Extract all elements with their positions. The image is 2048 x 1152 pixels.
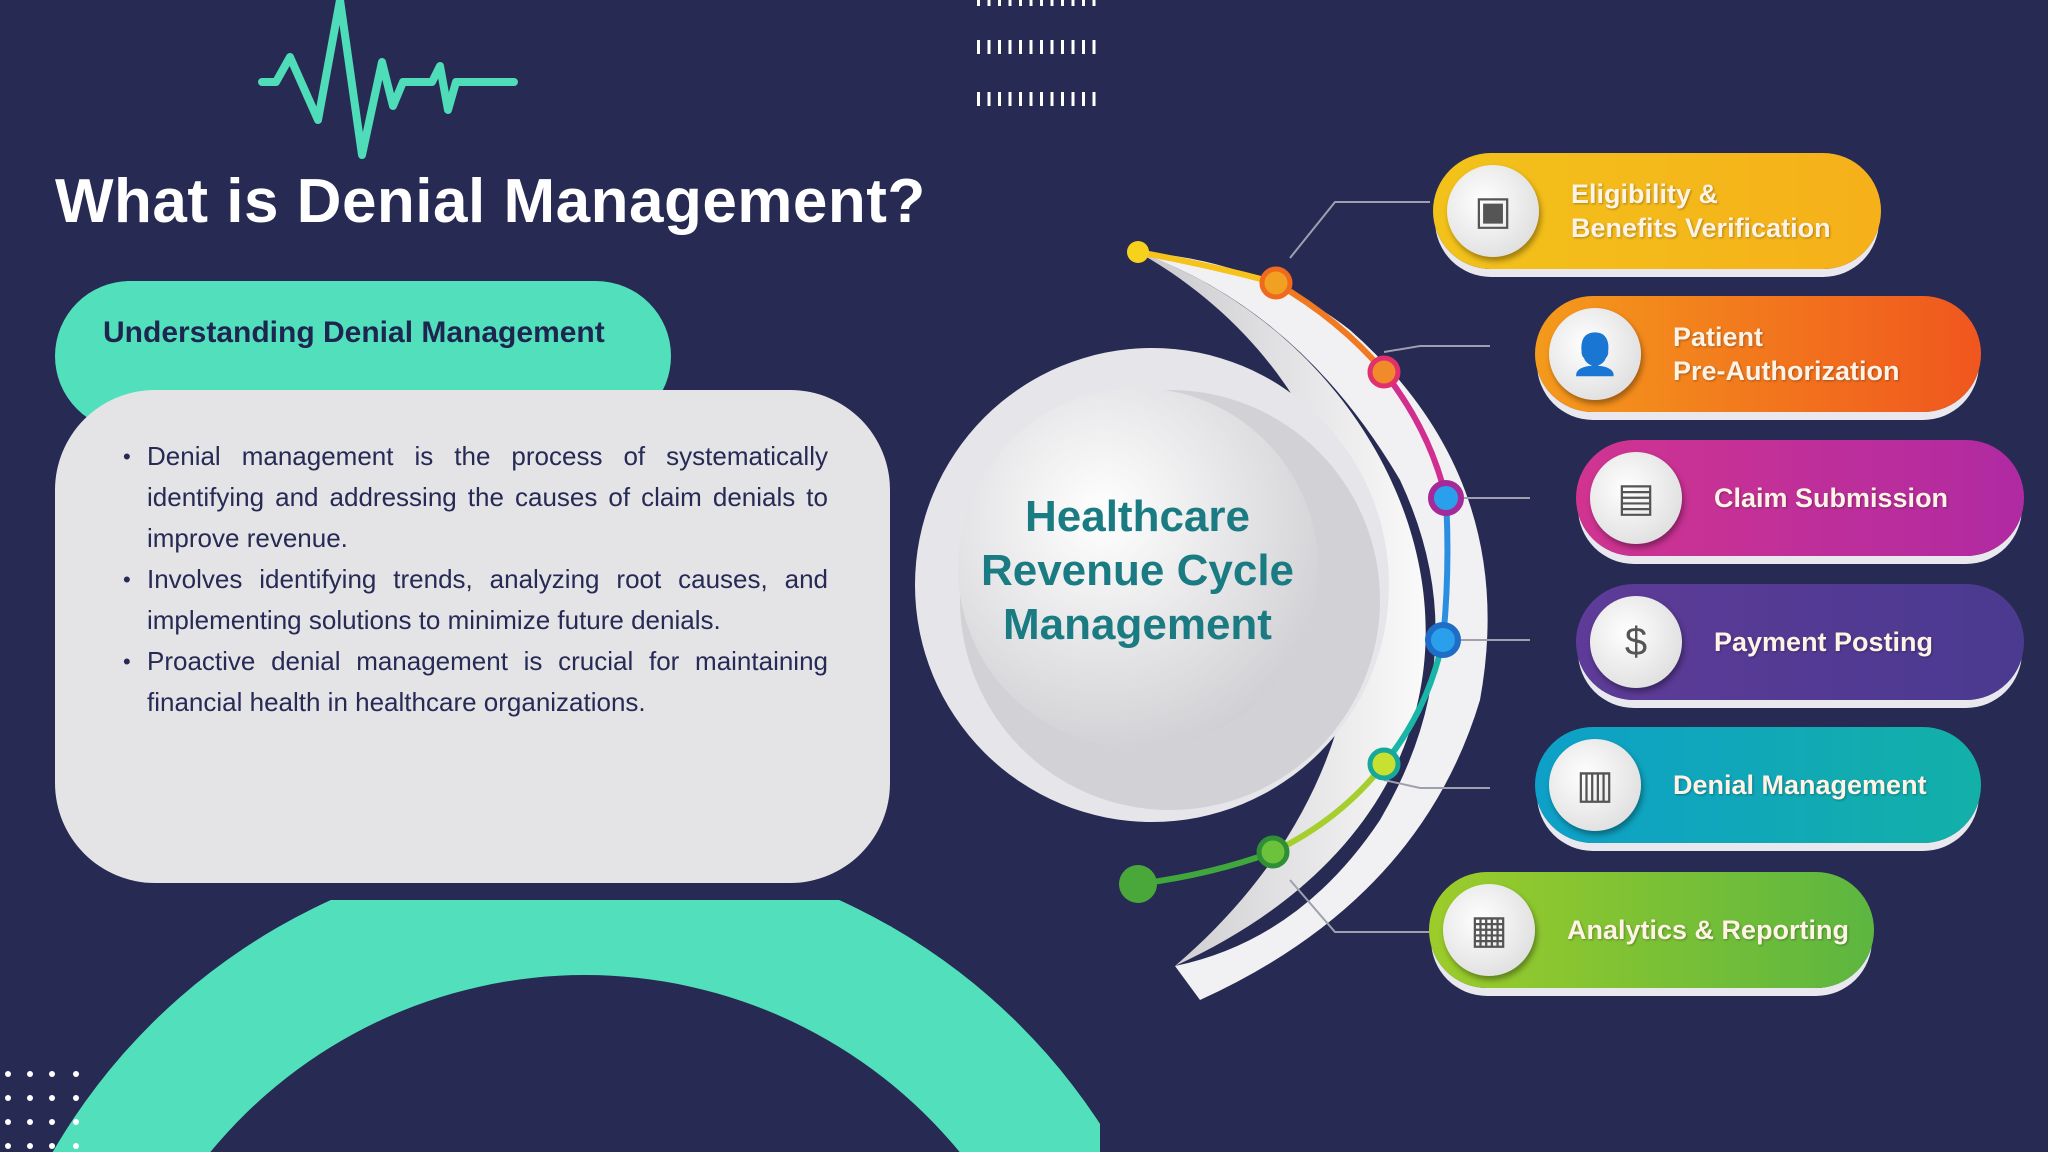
camera-dollar-icon: $ <box>1590 596 1682 688</box>
heartbeat-icon <box>258 0 518 159</box>
monitor-user-icon: ▥ <box>1549 739 1641 831</box>
hub-inner-circle <box>958 388 1318 748</box>
stage-node <box>1119 865 1157 903</box>
decorative-dashes <box>977 0 1103 6</box>
stage-pre-authorization: 👤 Patient Pre-Authorization <box>1535 296 1981 412</box>
stage-label: Analytics & Reporting <box>1567 915 1850 945</box>
stage-analytics-reporting: ▦ Analytics & Reporting <box>1429 872 1874 988</box>
bullet-item: Proactive denial management is crucial f… <box>120 641 828 723</box>
stage-label: Denial Management <box>1673 770 1927 800</box>
decorative-dashes <box>977 40 1103 54</box>
revenue-cycle-diagram <box>915 201 1530 1000</box>
section-header-label: Understanding Denial Management <box>103 316 605 349</box>
stage-label: Claim Submission <box>1714 483 1949 513</box>
stage-label: Patient Pre-Authorization <box>1673 322 1900 386</box>
hub-title: Healthcare Revenue Cycle Management <box>980 492 1295 649</box>
id-card-icon: ▣ <box>1447 165 1539 257</box>
stage-label: Payment Posting <box>1714 627 1934 657</box>
bullet-item: Denial management is the process of syst… <box>120 436 828 559</box>
crescent-band <box>1138 252 1488 1000</box>
stage-node <box>1425 622 1461 658</box>
decorative-dashes <box>977 92 1103 106</box>
stage-label: Eligibility & Benefits Verification <box>1571 179 1831 243</box>
stage-claim-submission: ▤ Claim Submission <box>1576 440 2024 556</box>
stage-node <box>1428 480 1464 516</box>
stage-denial-management: ▥ Denial Management <box>1535 727 1981 843</box>
document-icon: ▤ <box>1590 452 1682 544</box>
monitor-chart-icon: ▦ <box>1443 884 1535 976</box>
stage-node <box>1256 835 1290 869</box>
stage-node <box>1367 747 1401 781</box>
stage-node <box>1367 355 1401 389</box>
bullet-list: Denial management is the process of syst… <box>120 436 828 723</box>
bullet-item: Involves identifying trends, analyzing r… <box>120 559 828 641</box>
stage-node <box>1259 266 1293 300</box>
decorative-arc <box>52 900 1100 1152</box>
page-title: What is Denial Management? <box>55 167 926 236</box>
decorative-dots <box>5 1071 79 1149</box>
stage-eligibility: ▣ Eligibility & Benefits Verification <box>1433 153 1881 269</box>
user-check-icon: 👤 <box>1549 308 1641 400</box>
stage-node <box>1127 241 1149 263</box>
crescent-band <box>1138 252 1426 966</box>
stage-payment-posting: $ Payment Posting <box>1576 584 2024 700</box>
